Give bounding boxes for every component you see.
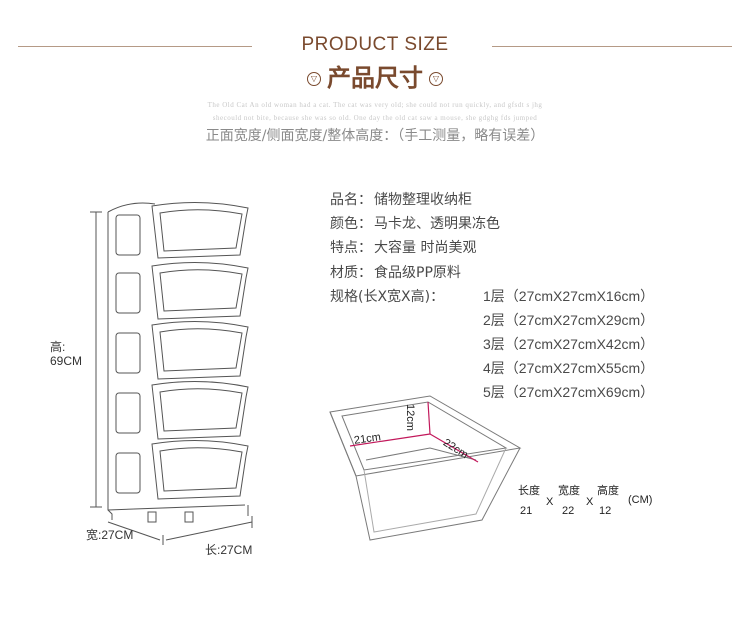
spec-color: 颜色：马卡龙、透明果冻色 <box>330 216 500 232</box>
formula-width-value: 22 <box>562 505 575 517</box>
spec-feature: 特点：大容量 时尚美观 <box>330 240 477 256</box>
drawer-width-measure <box>429 433 479 463</box>
drawer-4 <box>151 380 249 440</box>
layer-2-size: 2层（27cmX27cmX29cm） <box>483 312 655 328</box>
formula-height-value: 12 <box>599 505 612 517</box>
drawer-height-measure <box>427 401 431 435</box>
layer-4-size: 4层（27cmX27cmX55cm） <box>483 360 655 376</box>
drawer-2 <box>151 261 249 320</box>
title-zh: ▽ 产品尺寸 ▽ <box>0 58 750 93</box>
formula-length-label: 长度 <box>518 485 540 497</box>
drawer-1 <box>151 201 249 259</box>
header-divider-left <box>18 46 252 47</box>
title-en: PRODUCT SIZE <box>301 34 449 55</box>
formula-unit: (CM) <box>628 494 653 506</box>
decor-text-line-1: The Old Cat An old woman had a cat. The … <box>207 101 543 109</box>
formula-times-2: X <box>586 496 594 508</box>
formula-times-1: X <box>546 496 554 508</box>
decor-text-line-2: shecould not bite, because she was so ol… <box>212 114 538 122</box>
width-dimension-line <box>107 521 161 541</box>
height-label: 高: <box>50 340 66 354</box>
layer-5-size: 5层（27cmX27cmX69cm） <box>483 384 655 400</box>
spec-material: 材质：食品级PP原料 <box>330 265 461 281</box>
width-label: 宽:27CM <box>86 528 134 542</box>
chevron-down-icon: ▽ <box>429 72 443 86</box>
length-dimension-line <box>165 521 253 541</box>
drawer-dim-12cm: 12cm <box>404 404 416 431</box>
header-divider-right <box>492 46 732 47</box>
length-label: 长:27CM <box>205 543 253 557</box>
formula-width-label: 宽度 <box>558 485 580 497</box>
height-value: 69CM <box>50 354 83 368</box>
title-zh-text: 产品尺寸 <box>327 64 423 92</box>
chevron-down-icon: ▽ <box>307 72 321 86</box>
layer-3-size: 3层（27cmX27cmX42cm） <box>483 336 655 352</box>
subtitle: 正面宽度/侧面宽度/整体高度：（手工测量，略有误差） <box>205 128 545 144</box>
drawer-3 <box>151 320 249 380</box>
spec-size-label: 规格(长X宽X高)： <box>330 289 445 305</box>
drawer-5 <box>151 439 249 500</box>
drawer-length-measure <box>349 433 431 447</box>
formula-height-label: 高度 <box>597 485 619 497</box>
cabinet-frame <box>107 202 249 520</box>
layer-1-size: 1层（27cmX27cmX16cm） <box>483 288 655 304</box>
formula-length-value: 21 <box>520 505 533 517</box>
spec-name: 品名：储物整理收纳柜 <box>330 192 472 208</box>
